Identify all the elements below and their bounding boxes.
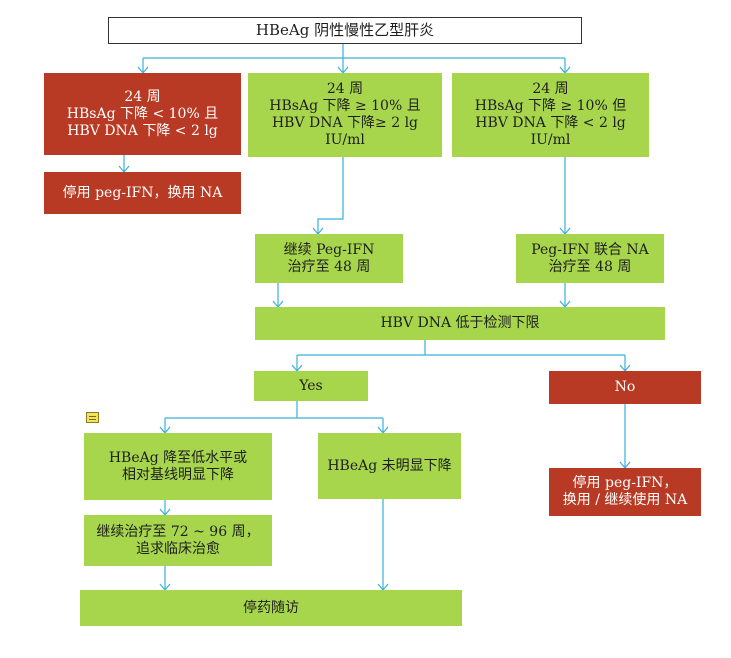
- title-box: HBeAg 阴性慢性乙型肝炎: [108, 17, 582, 44]
- stop-peg-na-box: 停用 peg-IFN， 换用 / 继续使用 NA: [549, 468, 701, 516]
- yes-box: Yes: [254, 371, 368, 401]
- no-text: No: [614, 379, 636, 395]
- hbeag-not-down-box: HBeAg 未明显下降: [318, 433, 461, 499]
- yes-text: Yes: [299, 377, 323, 394]
- continue-peg-box: 继续 Peg-IFN 治疗至 48 周: [255, 234, 403, 283]
- branch-mid-text: 24 周 HBsAg 下降 ≥ 10% 且 HBV DNA 下降≥ 2 lg I…: [269, 81, 421, 148]
- stop-follow-box: 停药随访: [80, 590, 462, 626]
- branch-left-text: 24 周 HBsAg 下降 < 10% 且 HBV DNA 下降 < 2 lg: [66, 88, 219, 139]
- branch-right-box: 24 周 HBsAg 下降 ≥ 10% 但 HBV DNA 下降 < 2 lg …: [452, 73, 649, 157]
- continue-72-96-box: 继续治疗至 72 ~ 96 周， 追求临床治愈: [84, 515, 272, 566]
- stop-peg-switch-na-box: 停用 peg-IFN，换用 NA: [44, 172, 241, 214]
- dna-below-limit-text: HBV DNA 低于检测下限: [380, 315, 540, 331]
- stop-follow-text: 停药随访: [243, 599, 299, 616]
- branch-left-box: 24 周 HBsAg 下降 < 10% 且 HBV DNA 下降 < 2 lg: [44, 73, 241, 155]
- stop-peg-switch-na-text: 停用 peg-IFN，换用 NA: [62, 184, 223, 201]
- continue-72-96-text: 继续治疗至 72 ~ 96 周， 追求临床治愈: [96, 523, 260, 557]
- hbeag-low-text: HBeAg 降至低水平或 相对基线明显下降: [108, 449, 248, 483]
- peg-plus-na-text: Peg-IFN 联合 NA 治疗至 48 周: [531, 241, 649, 275]
- dna-below-limit-box: HBV DNA 低于检测下限: [255, 307, 665, 340]
- note-icon[interactable]: [86, 412, 99, 423]
- peg-plus-na-box: Peg-IFN 联合 NA 治疗至 48 周: [516, 234, 664, 283]
- hbeag-not-down-text: HBeAg 未明显下降: [327, 457, 452, 474]
- branch-mid-box: 24 周 HBsAg 下降 ≥ 10% 且 HBV DNA 下降≥ 2 lg I…: [248, 73, 442, 157]
- stop-peg-na-text: 停用 peg-IFN， 换用 / 继续使用 NA: [562, 475, 688, 508]
- no-box: No: [549, 371, 701, 404]
- title-text: HBeAg 阴性慢性乙型肝炎: [255, 21, 435, 39]
- continue-peg-text: 继续 Peg-IFN 治疗至 48 周: [283, 241, 375, 275]
- branch-right-text: 24 周 HBsAg 下降 ≥ 10% 但 HBV DNA 下降 < 2 lg …: [474, 81, 627, 148]
- hbeag-low-box: HBeAg 降至低水平或 相对基线明显下降: [84, 433, 272, 500]
